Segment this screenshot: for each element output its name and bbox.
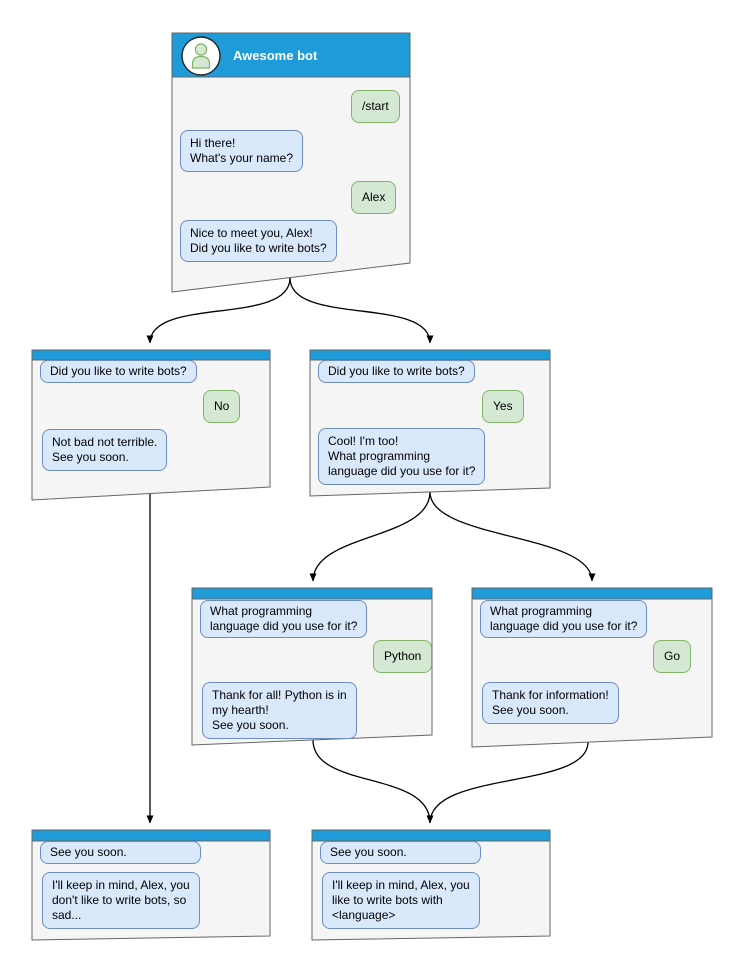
connector-root-to-yes (289, 277, 434, 344)
connector-yes-to-go (429, 491, 596, 582)
chat-bubble-user: No (203, 390, 241, 423)
connector-python-to-end (312, 739, 434, 824)
chat-bubble-bot: I'll keep in mind, Alex, you don't like … (42, 872, 200, 929)
window-no-header (31, 349, 271, 361)
chat-bubble-user: /start (351, 90, 400, 123)
window-end-yes-header (311, 829, 551, 842)
chat-bubble-user: Yes (482, 390, 524, 423)
window-yes-header (309, 349, 551, 361)
chat-bubble-bot: Did you like to write bots? (318, 360, 475, 383)
chat-bubble-bot: See you soon. (40, 841, 201, 864)
chat-bubble-bot: Nice to meet you, Alex! Did you like to … (180, 220, 337, 262)
chat-bubble-user: Go (653, 640, 692, 673)
chat-bubble-bot: What programming language did you use fo… (200, 600, 368, 638)
chat-bubble-bot: What programming language did you use fo… (480, 600, 648, 638)
chat-bubble-bot: Did you like to write bots? (40, 360, 197, 383)
connector-yes-to-python (309, 491, 431, 582)
window-end-no-header (31, 829, 271, 842)
chat-bubble-bot: Cool! I'm too! What programming language… (318, 428, 486, 485)
window-go-header (471, 587, 713, 600)
chat-bubble-bot: See you soon. (320, 841, 481, 864)
window-python-header (191, 587, 433, 600)
chat-bubble-user: Python (373, 640, 433, 673)
connector-go-to-end (429, 741, 589, 824)
chat-bubble-bot: I'll keep in mind, Alex, you like to wri… (322, 872, 480, 929)
chat-bubble-user: Alex (351, 181, 397, 214)
chat-bubble-bot: Hi there! What's your name? (180, 130, 304, 172)
connector-root-to-no (146, 277, 291, 344)
user-icon (181, 36, 221, 76)
chat-bubble-bot: Not bad not terrible. See you soon. (42, 429, 168, 471)
chat-bubble-bot: Thank for information! See you soon. (482, 682, 619, 724)
window-title: Awesome bot (233, 48, 318, 63)
connector-group (146, 277, 596, 824)
chat-bubble-bot: Thank for all! Python is in my hearth! S… (202, 682, 357, 739)
